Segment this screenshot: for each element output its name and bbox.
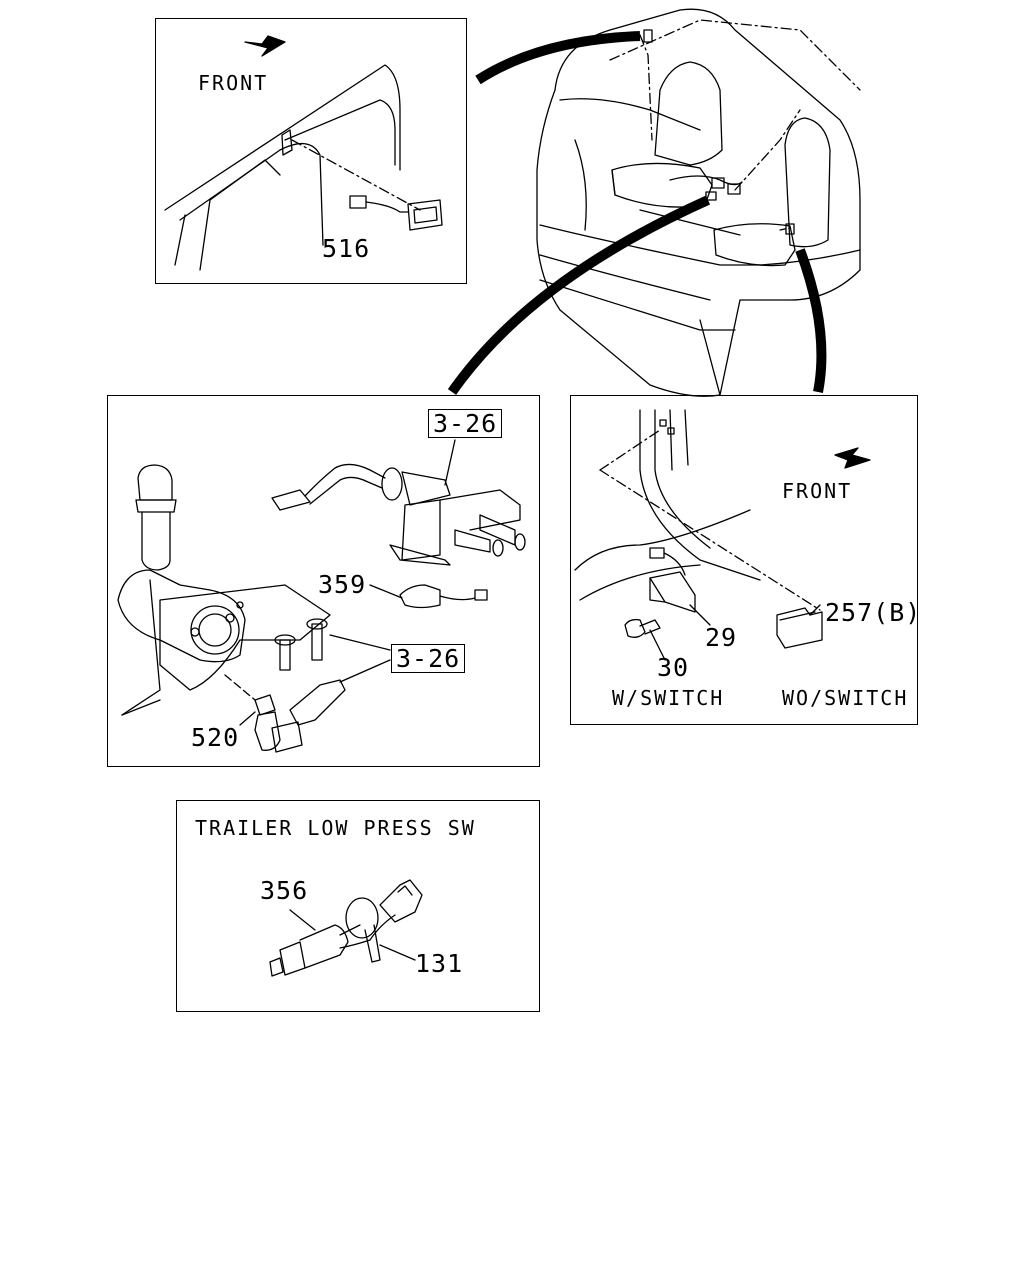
w-switch-label: W/SWITCH — [612, 686, 725, 710]
cab-overview-drawing — [536, 8, 861, 397]
part-359-label: 359 — [318, 570, 367, 599]
part-356-label: 356 — [260, 876, 309, 905]
panel-middle-left — [107, 395, 540, 767]
panel-356-drawing — [269, 879, 423, 977]
part-516-label: 516 — [322, 234, 371, 263]
front-label-right: FRONT — [782, 479, 853, 503]
part-520-label: 520 — [191, 723, 240, 752]
panel-middle-right — [570, 395, 918, 725]
panel-bottom — [176, 800, 540, 1012]
panel-top-left — [155, 18, 467, 284]
ref-3-26-top: 3-26 — [428, 409, 503, 438]
part-30-label: 30 — [657, 653, 690, 682]
panel-516-drawing — [164, 35, 443, 271]
wo-switch-label: WO/SWITCH — [782, 686, 909, 710]
front-label-top: FRONT — [198, 71, 269, 95]
part-131-label: 131 — [415, 949, 464, 978]
part-29-label: 29 — [705, 623, 738, 652]
panel-257-drawing — [574, 409, 871, 661]
part-257b-label: 257(B) — [825, 598, 922, 627]
callout-arcs — [447, 31, 827, 395]
trailer-low-press-sw-title: TRAILER LOW PRESS SW — [195, 816, 476, 840]
ref-3-26-bottom: 3-26 — [391, 644, 466, 673]
panel-359-drawing — [117, 439, 526, 753]
